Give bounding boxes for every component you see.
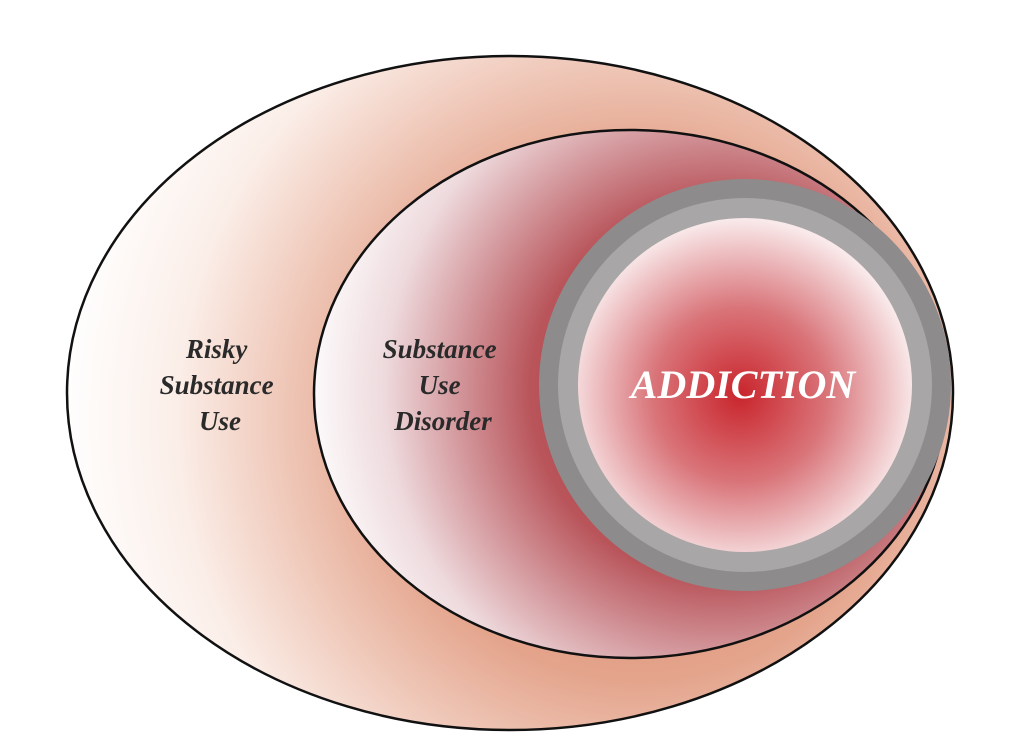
addiction-label: ADDICTION — [628, 362, 858, 407]
substance-use-disorder-label: Substance Use Disorder — [383, 334, 504, 436]
risky-substance-use-label: Risky Substance Use — [160, 334, 281, 436]
addiction-core — [578, 218, 912, 552]
